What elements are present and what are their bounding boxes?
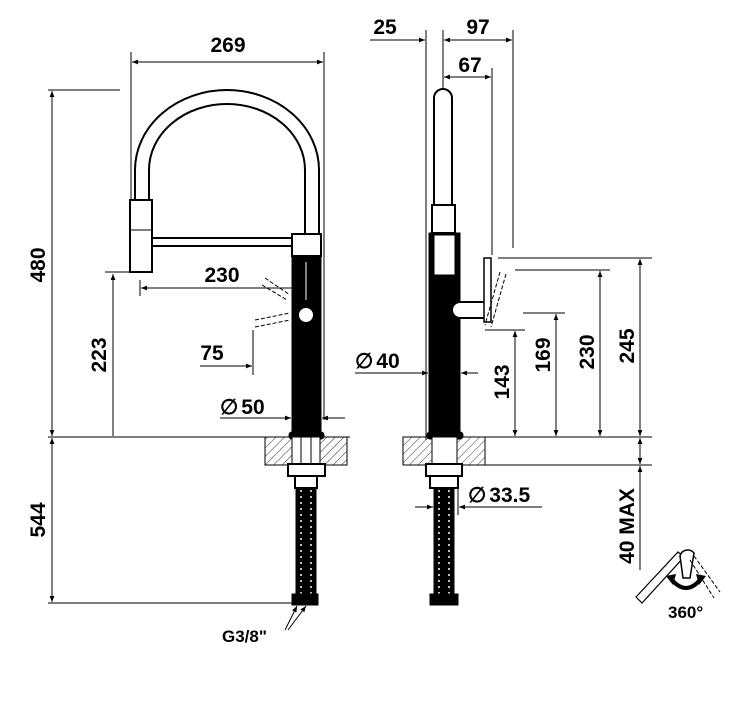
dim-spout-height: 223: [88, 337, 111, 372]
dim-body-diameter: 50: [241, 396, 264, 419]
dim-width: 269: [210, 34, 245, 57]
dim-lever-h4: 245: [616, 328, 639, 363]
dim-counter-max: 40 MAX: [616, 488, 639, 564]
side-dimensions: 25 97 67 ∅40 143 169 230 245 40 MAX ∅33.…: [355, 16, 652, 570]
dim-spout-reach: 230: [204, 264, 239, 287]
dim-lever-h2: 169: [532, 337, 555, 372]
diameter-symbol: ∅: [220, 396, 238, 419]
front-view: [129, 89, 348, 606]
spout-pipe: [433, 88, 453, 206]
supply-hoses: [295, 487, 317, 597]
diameter-symbol: ∅: [468, 484, 486, 507]
svg-text:∅40: ∅40: [355, 350, 400, 373]
dim-depth: 97: [466, 16, 489, 39]
body-collar: [291, 233, 322, 257]
dim-lever-h3: 230: [576, 334, 599, 369]
dim-hole-diameter: 33.5: [489, 484, 530, 507]
sprayhead: [129, 199, 153, 273]
dim-lever-offset: 75: [200, 342, 224, 365]
rotation-360-icon: 360°: [635, 549, 721, 622]
front-dimensions: 269 480 230 223 75 ∅50 544 G3/8": [27, 34, 350, 646]
dim-lever-h1: 143: [491, 364, 514, 399]
rotation-label: 360°: [668, 603, 703, 622]
lever: [451, 301, 489, 319]
lever-hub: [297, 306, 315, 324]
dim-side-body-diameter: 40: [376, 350, 399, 373]
diameter-symbol: ∅: [355, 350, 373, 373]
dim-lever-depth: 67: [458, 54, 481, 77]
dim-below-counter: 544: [27, 502, 50, 537]
dim-total-height: 480: [27, 247, 50, 282]
dim-offset-left: 25: [373, 16, 397, 39]
spout-support-bar: [151, 237, 293, 247]
spout-arc: [134, 89, 320, 235]
thread-label: G3/8": [222, 627, 267, 646]
svg-text:∅50: ∅50: [220, 396, 265, 419]
side-view: [402, 88, 507, 606]
svg-text:∅33.5: ∅33.5: [468, 484, 530, 507]
